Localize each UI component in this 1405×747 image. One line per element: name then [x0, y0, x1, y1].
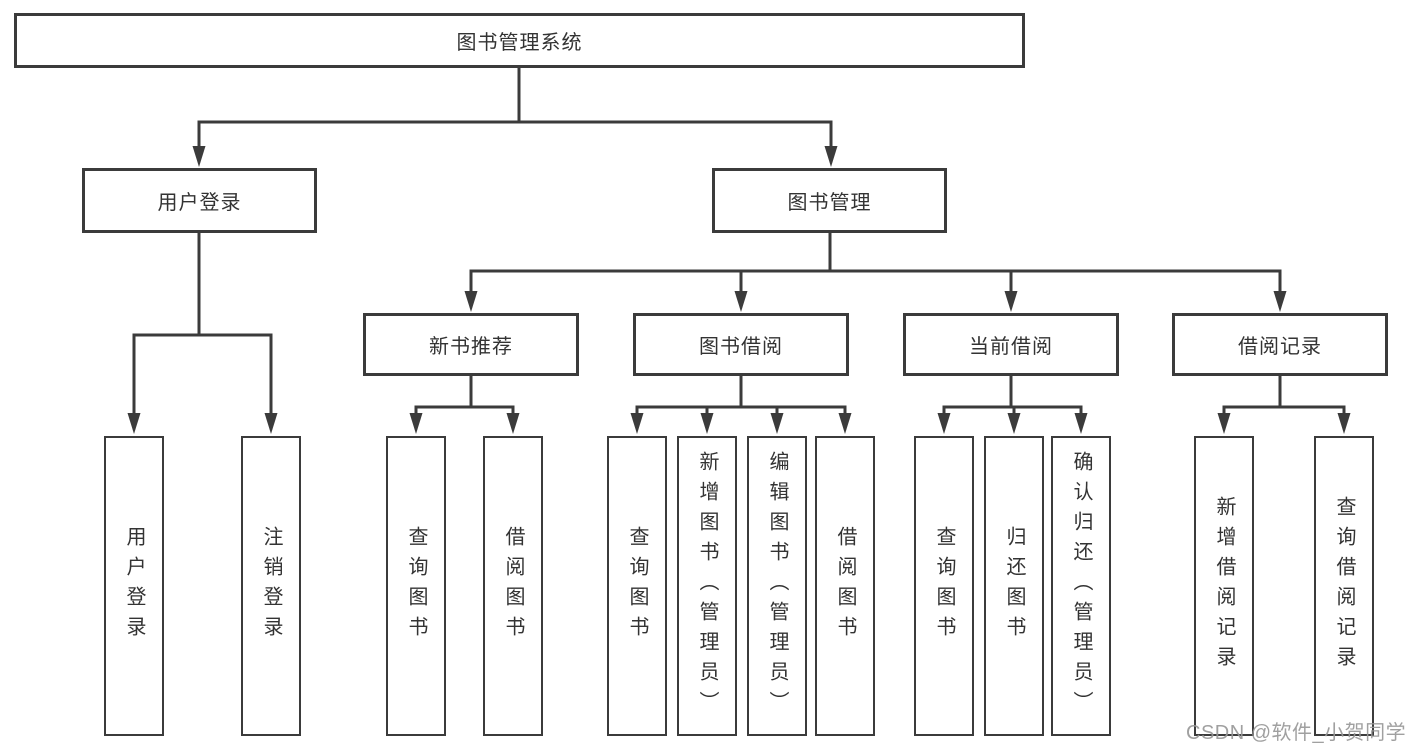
leaf-borrow-books-recommend-label: 借阅图书	[502, 526, 524, 646]
node-root-label: 图书管理系统	[456, 32, 583, 54]
leaf-logout-label: 注销登录	[260, 526, 282, 646]
leaf-add-borrow-record: 新增借阅记录	[1194, 436, 1254, 736]
arrowhead-icon	[192, 146, 206, 167]
node-current-borrow-label: 当前借阅	[969, 336, 1053, 358]
leaf-user-login: 用户登录	[104, 436, 164, 736]
csdn-watermark: CSDN @软件_小贺同学	[1186, 722, 1405, 744]
arrowhead-icon	[1004, 291, 1018, 312]
arrowhead-icon	[1273, 291, 1287, 312]
arrowhead-icon	[127, 413, 141, 434]
node-current-borrow: 当前借阅	[903, 313, 1119, 376]
leaf-query-books-borrow-label: 查询图书	[626, 526, 648, 646]
node-user-login-label: 用户登录	[157, 192, 242, 214]
node-borrow-records: 借阅记录	[1172, 313, 1388, 376]
node-new-book-recommend-label: 新书推荐	[429, 336, 513, 358]
arrowhead-icon	[506, 413, 520, 434]
leaf-logout: 注销登录	[241, 436, 301, 736]
arrowhead-icon	[770, 413, 784, 434]
leaf-confirm-return-admin-label: 确认归还（管理员）	[1070, 451, 1092, 721]
leaf-query-books-recommend-label: 查询图书	[405, 526, 427, 646]
leaf-query-books-current: 查询图书	[914, 436, 974, 736]
leaf-edit-books-admin-label: 编辑图书（管理员）	[766, 451, 788, 721]
leaf-query-books-borrow: 查询图书	[607, 436, 667, 736]
arrowheads	[127, 146, 1351, 434]
leaf-query-books-current-label: 查询图书	[933, 526, 955, 646]
leaf-add-books-admin: 新增图书（管理员）	[677, 436, 737, 736]
leaf-add-borrow-record-label: 新增借阅记录	[1213, 496, 1235, 676]
arrowhead-icon	[630, 413, 644, 434]
node-book-management-label: 图书管理	[787, 192, 872, 214]
leaf-return-books: 归还图书	[984, 436, 1044, 736]
leaf-borrow-books: 借阅图书	[815, 436, 875, 736]
leaf-query-borrow-record: 查询借阅记录	[1314, 436, 1374, 736]
arrowhead-icon	[409, 413, 423, 434]
leaf-borrow-books-recommend: 借阅图书	[483, 436, 543, 736]
arrowhead-icon	[824, 146, 838, 167]
leaf-query-borrow-record-label: 查询借阅记录	[1333, 496, 1355, 676]
arrowhead-icon	[937, 413, 951, 434]
node-book-management: 图书管理	[712, 168, 947, 233]
leaf-add-books-admin-label: 新增图书（管理员）	[696, 451, 718, 721]
node-borrow-records-label: 借阅记录	[1238, 336, 1322, 358]
node-book-borrow: 图书借阅	[633, 313, 849, 376]
arrowhead-icon	[264, 413, 278, 434]
leaf-query-books-recommend: 查询图书	[386, 436, 446, 736]
arrowhead-icon	[734, 291, 748, 312]
arrowhead-icon	[464, 291, 478, 312]
arrowhead-icon	[1337, 413, 1351, 434]
node-user-login: 用户登录	[82, 168, 317, 233]
node-book-borrow-label: 图书借阅	[699, 336, 783, 358]
connector-path	[132, 68, 1346, 415]
leaf-confirm-return-admin: 确认归还（管理员）	[1051, 436, 1111, 736]
arrowhead-icon	[838, 413, 852, 434]
arrowhead-icon	[700, 413, 714, 434]
arrowhead-icon	[1217, 413, 1231, 434]
leaf-edit-books-admin: 编辑图书（管理员）	[747, 436, 807, 736]
leaf-return-books-label: 归还图书	[1003, 526, 1025, 646]
leaf-user-login-label: 用户登录	[123, 526, 145, 646]
node-root: 图书管理系统	[14, 13, 1025, 68]
arrowhead-icon	[1074, 413, 1088, 434]
leaf-borrow-books-label: 借阅图书	[834, 526, 856, 646]
node-new-book-recommend: 新书推荐	[363, 313, 579, 376]
arrowhead-icon	[1007, 413, 1021, 434]
